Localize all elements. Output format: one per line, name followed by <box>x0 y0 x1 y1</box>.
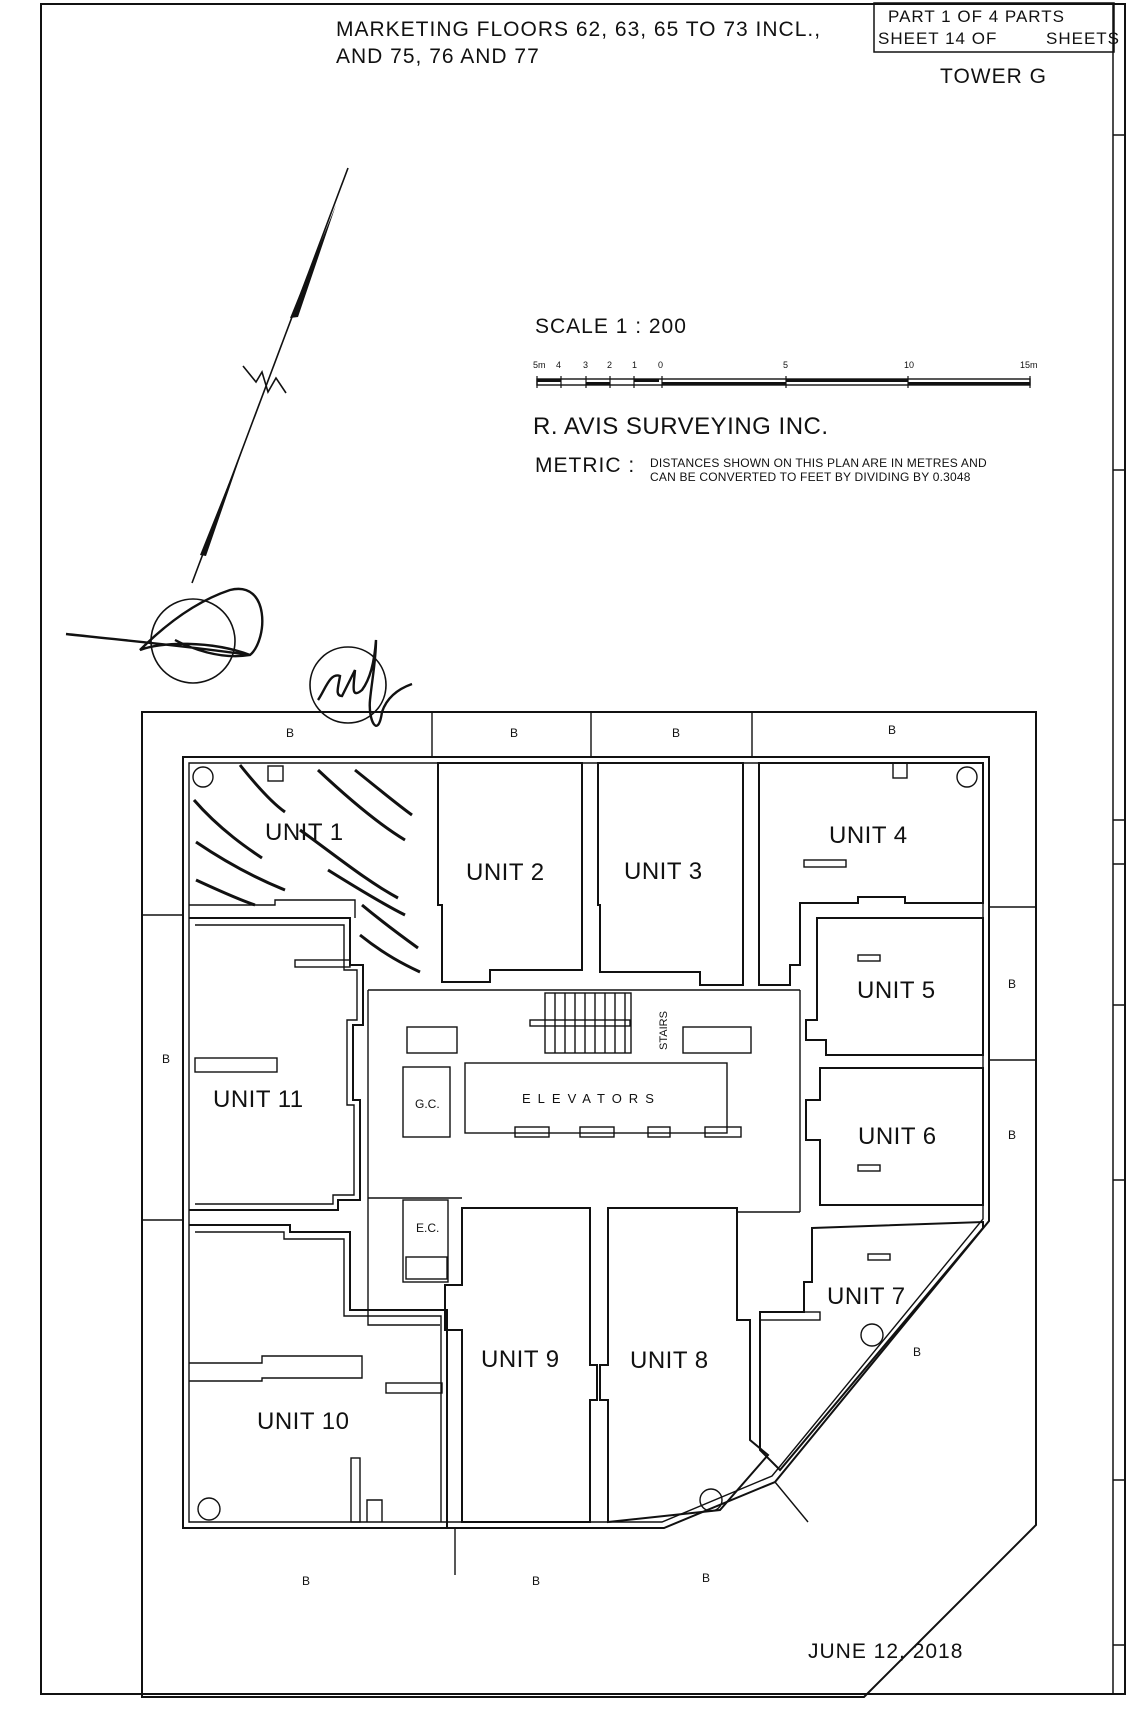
part-sheet-box <box>873 2 1115 53</box>
unit-10-walls <box>189 1224 448 1528</box>
svg-text:B: B <box>532 1574 540 1588</box>
balcony-labels: B B B B B B B B B B B <box>162 723 1016 1588</box>
scale-ticks: 5m 4 3 2 1 0 5 10 15m <box>533 360 1038 370</box>
floor-plan: STAIRS ELEVATORS G.C. E.C. UNIT 1 UN <box>141 711 1037 1698</box>
metric-label: METRIC : <box>535 454 635 477</box>
columns <box>192 765 978 1521</box>
svg-text:10: 10 <box>904 360 914 370</box>
gc-label: G.C. <box>415 1097 440 1111</box>
unit-4-walls <box>758 762 984 986</box>
unit-8-walls <box>599 1207 770 1524</box>
unit-6-label: UNIT 6 <box>858 1123 937 1150</box>
unit-3-walls <box>597 762 744 986</box>
sheet-label-left: SHEET 14 OF <box>878 29 997 48</box>
svg-text:5m: 5m <box>533 360 546 370</box>
svg-text:5: 5 <box>783 360 788 370</box>
title-line-1: MARKETING FLOORS 62, 63, 65 TO 73 INCL., <box>336 18 821 41</box>
svg-text:B: B <box>672 726 680 740</box>
unit-2-walls <box>437 762 583 983</box>
ec-label: E.C. <box>416 1221 439 1235</box>
unit-8-label: UNIT 8 <box>630 1347 709 1374</box>
scale-bar <box>536 376 1031 388</box>
metric-note-line-1: DISTANCES SHOWN ON THIS PLAN ARE IN METR… <box>650 456 987 470</box>
unit-9-label: UNIT 9 <box>481 1346 560 1373</box>
tower-label: TOWER G <box>940 65 1047 88</box>
elevator-shaft <box>464 1062 728 1134</box>
title-line-2: AND 75, 76 AND 77 <box>336 45 540 68</box>
unit-1-label: UNIT 1 <box>265 819 344 846</box>
unit-5-label: UNIT 5 <box>857 977 936 1004</box>
svg-text:B: B <box>1008 1128 1016 1142</box>
svg-text:B: B <box>702 1571 710 1585</box>
svg-text:B: B <box>888 723 896 737</box>
unit-11-label: UNIT 11 <box>213 1086 304 1113</box>
unit-7-label: UNIT 7 <box>827 1283 906 1310</box>
unit-6-walls <box>805 1067 984 1206</box>
svg-text:4: 4 <box>556 360 561 370</box>
svg-text:B: B <box>286 726 294 740</box>
unit-2-label: UNIT 2 <box>466 859 545 886</box>
unit-1-hatch <box>192 764 421 974</box>
svg-text:3: 3 <box>583 360 588 370</box>
unit-10-label: UNIT 10 <box>257 1408 349 1435</box>
page-border <box>40 3 1126 1695</box>
unit-4-label: UNIT 4 <box>829 822 908 849</box>
unit-9-walls <box>444 1207 598 1523</box>
unit-11-walls <box>189 917 364 1211</box>
signature-stamp-2 <box>309 639 413 727</box>
unit-3-label: UNIT 3 <box>624 858 703 885</box>
svg-text:0: 0 <box>658 360 663 370</box>
metric-note-line-2: CAN BE CONVERTED TO FEET BY DIVIDING BY … <box>650 470 971 484</box>
scale-label: SCALE 1 : 200 <box>535 315 687 338</box>
balcony-outline <box>141 711 1037 1698</box>
svg-text:B: B <box>302 1574 310 1588</box>
signature-stamp-1 <box>65 587 264 684</box>
svg-text:15m: 15m <box>1020 360 1038 370</box>
plan-date: JUNE 12, 2018 <box>808 1640 963 1663</box>
stairs-label: STAIRS <box>658 1011 670 1050</box>
svg-text:B: B <box>913 1345 921 1359</box>
edge-ticks <box>1113 134 1125 1646</box>
elevator-doors <box>514 1126 742 1138</box>
surveyor-name: R. AVIS SURVEYING INC. <box>533 413 829 440</box>
elevators-label: ELEVATORS <box>522 1091 661 1106</box>
unit-5-walls <box>805 917 984 1056</box>
unit-7-walls <box>759 1220 984 1472</box>
svg-text:B: B <box>1008 977 1016 991</box>
stairs-icon <box>529 992 632 1054</box>
unit-1-wall <box>189 899 356 918</box>
sheet-label-right: SHEETS <box>1046 29 1120 48</box>
north-arrow-icon <box>191 167 349 584</box>
gc-room <box>402 1066 451 1138</box>
svg-text:B: B <box>510 726 518 740</box>
core-walls <box>367 989 801 1326</box>
balcony-dividers <box>142 712 1036 1575</box>
ec-room <box>402 1199 449 1283</box>
part-label: PART 1 OF 4 PARTS <box>888 7 1065 26</box>
svg-text:B: B <box>162 1052 170 1066</box>
svg-text:2: 2 <box>607 360 612 370</box>
svg-text:1: 1 <box>632 360 637 370</box>
